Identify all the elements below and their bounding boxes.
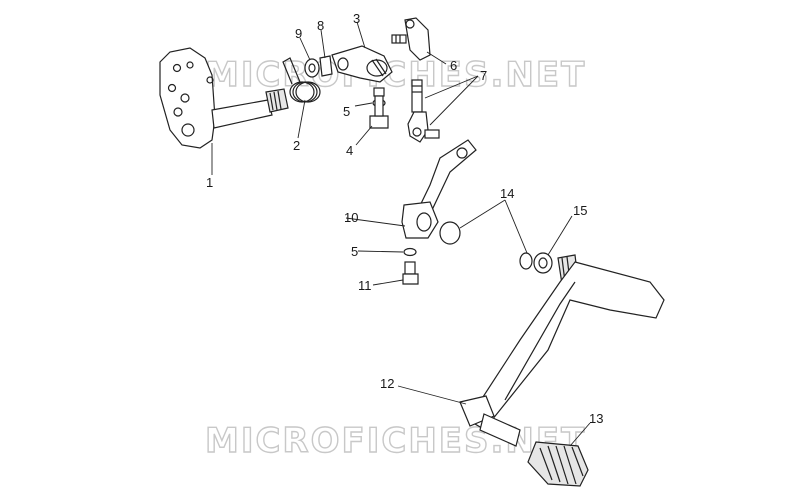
part-14-circlip-left [439,221,461,245]
callout-5-upper: 5 [343,104,350,119]
callout-11: 11 [358,278,372,293]
watermark-bottom: MICROFICHES.NET [205,421,586,461]
part-15-washer [533,252,553,274]
callout-12: 12 [380,376,394,391]
part-13-pedal-rubber [527,441,589,487]
part-6-ball-joint-upper [391,17,431,61]
callout-8: 8 [317,18,324,33]
part-7-linkage-rod [407,79,440,143]
callout-1: 1 [206,175,213,190]
callout-14: 14 [500,186,514,201]
part-9-washer [304,58,320,78]
leader-lines [211,21,591,447]
callout-9: 9 [295,26,302,41]
callout-6: 6 [450,58,457,73]
part-8-spacer [319,55,333,77]
callout-2: 2 [293,138,300,153]
callout-10: 10 [344,210,358,225]
callout-5-lower: 5 [351,244,358,259]
part-5-washer-lower [403,247,417,257]
callout-3: 3 [353,11,360,26]
part-4-bolt [369,87,389,129]
part-1-selector-shaft [159,47,289,149]
part-14-circlip-right [519,252,533,270]
watermark-top: MICROFICHES.NET [205,55,586,95]
part-11-bolt [402,261,419,285]
part-3-selector-lever [331,45,393,83]
part-10-gear-lever-arm [401,139,477,239]
part-2-spring [282,57,321,103]
callout-13: 13 [589,411,603,426]
callout-labels: 1 2 3 4 5 5 6 7 8 9 10 11 12 13 14 15 [206,11,603,426]
part-12-gear-pedal [459,254,665,447]
callout-7: 7 [480,68,487,83]
callout-4: 4 [346,143,353,158]
callout-15: 15 [573,203,587,218]
